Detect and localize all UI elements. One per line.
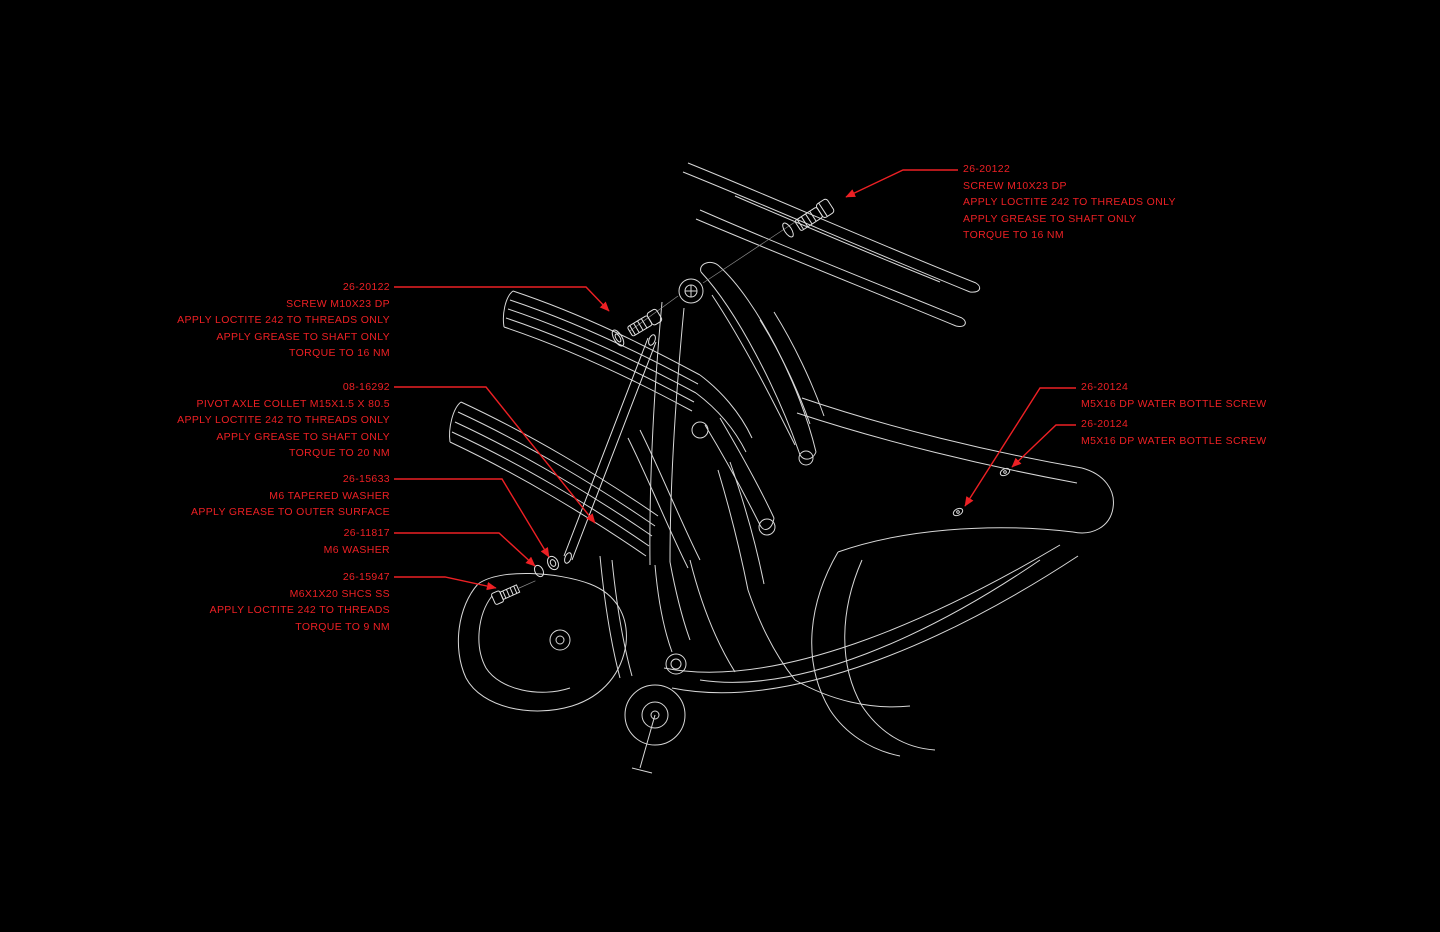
instruction-line: M6X1X20 SHCS SS bbox=[289, 587, 390, 600]
callout-screw-top: 26-20122 SCREW M10X23 DP APPLY LOCTITE 2… bbox=[963, 161, 1176, 244]
callout-shcs-screw: 26-15947 M6X1X20 SHCS SS APPLY LOCTITE 2… bbox=[210, 569, 390, 635]
part-number: 08-16292 bbox=[342, 381, 390, 393]
leader-screw-top bbox=[845, 169, 958, 198]
leader-pivot-axle-collet bbox=[394, 386, 596, 524]
instruction-line: APPLY LOCTITE 242 TO THREADS ONLY bbox=[177, 414, 390, 426]
instruction-line: M6 WASHER bbox=[323, 543, 390, 556]
pivot-screw-left bbox=[627, 308, 663, 337]
callout-screw-left: 26-20122 SCREW M10X23 DP APPLY LOCTITE 2… bbox=[177, 279, 390, 362]
instruction-line: PIVOT AXLE COLLET M15X1.5 X 80.5 bbox=[196, 397, 390, 410]
frame-outline-group bbox=[449, 162, 1114, 774]
part-number: 26-11817 bbox=[343, 527, 390, 539]
leader-shcs-screw bbox=[394, 576, 497, 591]
pivot-washer-left bbox=[611, 329, 625, 347]
leader-lines-group bbox=[394, 169, 1076, 591]
pivot-axle-collet bbox=[563, 334, 657, 564]
part-number: 26-20124 bbox=[1081, 381, 1129, 393]
callout-tapered-washer: 26-15633 M6 TAPERED WASHER APPLY GREASE … bbox=[191, 471, 390, 521]
instruction-line: APPLY LOCTITE 242 TO THREADS ONLY bbox=[177, 314, 390, 326]
instruction-line: TORQUE TO 20 NM bbox=[289, 447, 390, 459]
instruction-line: SCREW M10X23 DP bbox=[963, 179, 1067, 192]
pivot-screw-top bbox=[794, 198, 835, 231]
leader-water-bottle-2 bbox=[1011, 424, 1076, 468]
callout-water-bottle-2: 26-20124 M5X16 DP WATER BOTTLE SCREW bbox=[1081, 416, 1266, 449]
instruction-line: APPLY GREASE TO SHAFT ONLY bbox=[963, 212, 1137, 225]
callout-pivot-axle-collet: 08-16292 PIVOT AXLE COLLET M15X1.5 X 80.… bbox=[177, 379, 390, 462]
leader-screw-left bbox=[394, 286, 610, 312]
m6-tapered-washer bbox=[546, 555, 560, 571]
instruction-line: APPLY GREASE TO SHAFT ONLY bbox=[216, 430, 390, 443]
part-number: 26-15947 bbox=[342, 571, 390, 583]
instruction-line: M6 TAPERED WASHER bbox=[269, 489, 390, 502]
exploded-hardware-group bbox=[491, 198, 835, 605]
part-number: 26-20122 bbox=[963, 163, 1011, 175]
instruction-line: SCREW M10X23 DP bbox=[286, 297, 390, 310]
m6-shcs-screw bbox=[491, 580, 536, 605]
m6-washer bbox=[533, 564, 545, 578]
callout-water-bottle-1: 26-20124 M5X16 DP WATER BOTTLE SCREW bbox=[1081, 379, 1266, 412]
part-number: 26-20122 bbox=[342, 281, 390, 293]
instruction-line: TORQUE TO 9 NM bbox=[295, 620, 390, 633]
instruction-line: TORQUE TO 16 NM bbox=[963, 229, 1064, 241]
callout-m6-washer: 26-11817 M6 WASHER bbox=[324, 525, 390, 558]
part-number: 26-20124 bbox=[1081, 418, 1129, 430]
instruction-line: TORQUE TO 16 NM bbox=[289, 347, 390, 359]
part-number: 26-15633 bbox=[342, 473, 390, 485]
instruction-line: M5X16 DP WATER BOTTLE SCREW bbox=[1081, 434, 1267, 447]
leader-m6-washer bbox=[394, 532, 536, 567]
instruction-line: APPLY GREASE TO SHAFT ONLY bbox=[216, 330, 390, 343]
instruction-line: APPLY LOCTITE 242 TO THREADS bbox=[209, 604, 390, 616]
instruction-line: APPLY LOCTITE 242 TO THREADS ONLY bbox=[963, 196, 1176, 208]
instruction-line: APPLY GREASE TO OUTER SURFACE bbox=[190, 506, 390, 518]
leader-tapered-washer bbox=[394, 478, 550, 558]
instruction-line: M5X16 DP WATER BOTTLE SCREW bbox=[1081, 397, 1267, 410]
leader-water-bottle-1 bbox=[964, 387, 1076, 507]
